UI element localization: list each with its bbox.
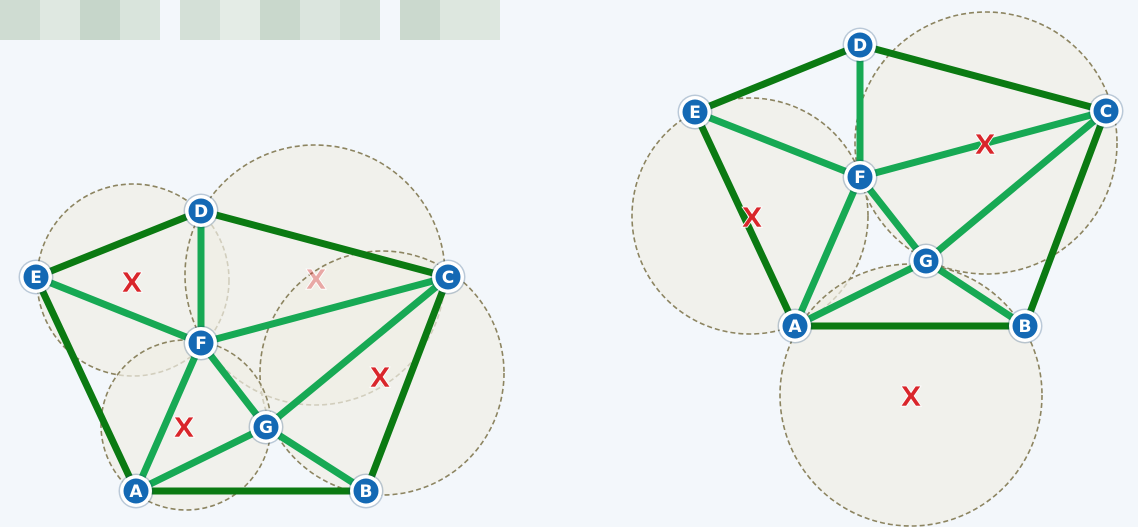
- left-node-C: C: [430, 259, 466, 295]
- right-edge-GB: [922, 257, 1029, 330]
- left-node-label-G: G: [259, 418, 273, 438]
- right-node-label-B: B: [1019, 317, 1032, 337]
- right-node-B: B: [1007, 308, 1043, 344]
- left-edge-GC: [262, 273, 452, 431]
- right-edge-FA: [791, 173, 864, 330]
- left-edge-EF: [32, 273, 205, 347]
- left-node-label-A: A: [129, 482, 143, 502]
- left-node-label-B: B: [360, 482, 373, 502]
- left-edge-GA: [132, 423, 270, 495]
- right-node-F: F: [842, 159, 878, 195]
- left-node-B: B: [348, 473, 384, 509]
- right-node-G: G: [908, 243, 944, 279]
- right-edge-EF: [691, 108, 864, 181]
- left-edge-FA: [132, 339, 205, 495]
- left-hull-edge-CB: [362, 273, 452, 495]
- right-edge-GC: [922, 107, 1110, 265]
- left-x-mark-2: X: [305, 263, 327, 296]
- left-edge-FG: [197, 339, 270, 431]
- left-node-label-C: C: [442, 268, 454, 288]
- left-node-label-E: E: [30, 268, 42, 288]
- left-node-label-D: D: [194, 202, 208, 222]
- right-node-label-D: D: [853, 36, 867, 56]
- left-edge-GB: [262, 423, 370, 495]
- right-node-label-C: C: [1100, 102, 1112, 122]
- right-node-label-G: G: [919, 252, 933, 272]
- right-edge-FG: [856, 173, 930, 265]
- left-hull-edge-ED: [32, 207, 205, 281]
- right-node-label-F: F: [854, 168, 866, 188]
- right-node-C: C: [1088, 93, 1124, 129]
- right-hull-edge-ED: [691, 41, 864, 116]
- right-edge-GA: [791, 257, 930, 330]
- left-x-mark-1: X: [121, 266, 143, 299]
- left-hull-edge-DC: [197, 207, 452, 281]
- right-node-E: E: [677, 94, 713, 130]
- left-hull-edge-AE: [32, 273, 140, 495]
- right-node-A: A: [777, 308, 813, 344]
- right-x-mark-2: X: [974, 128, 996, 161]
- left-node-E: E: [18, 259, 54, 295]
- left-node-F: F: [183, 325, 219, 361]
- right-x-mark-1: X: [741, 201, 763, 234]
- left-x-mark-3: X: [369, 361, 391, 394]
- right-hull-edge-AE: [691, 108, 799, 330]
- left-edge-FC: [197, 273, 452, 347]
- left-node-A: A: [118, 473, 154, 509]
- right-node-D: D: [842, 27, 878, 63]
- right-hull-edge-CB: [1021, 107, 1110, 330]
- right-node-label-E: E: [689, 103, 701, 123]
- left-x-mark-4: X: [173, 411, 195, 444]
- right-x-mark-3: X: [900, 380, 922, 413]
- right-hull-edge-DC: [856, 41, 1110, 115]
- right-edge-FC: [856, 107, 1110, 181]
- left-node-D: D: [183, 193, 219, 229]
- redacted-header-bar: [0, 0, 500, 40]
- left-node-G: G: [248, 409, 284, 445]
- right-node-label-A: A: [788, 317, 802, 337]
- left-node-label-F: F: [195, 334, 207, 354]
